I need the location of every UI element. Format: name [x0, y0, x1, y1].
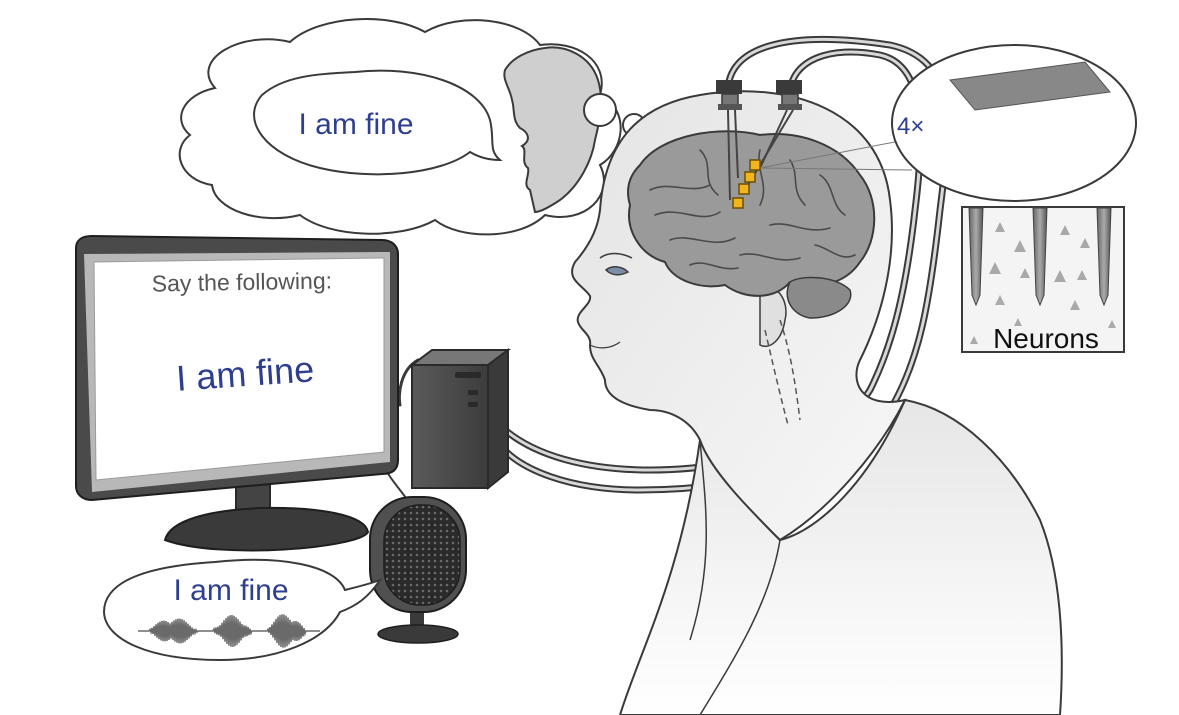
- microelectrode-array-image: [949, 61, 1111, 150]
- monitor-prompt-text: Say the following:: [152, 267, 333, 296]
- thought-cloud: I am fine: [178, 18, 663, 236]
- neurons-label: Neurons: [993, 323, 1099, 354]
- electrode-arrays: [732, 159, 761, 209]
- tower-button-2: [468, 402, 478, 407]
- person-eye: [604, 266, 630, 276]
- speech-output-text: I am fine: [173, 574, 288, 607]
- monitor-sentence-text: I am fine: [175, 348, 316, 399]
- speaker-base: [377, 624, 459, 644]
- thought-text: I am fine: [298, 108, 413, 141]
- speaker: [369, 496, 467, 644]
- cables: [379, 35, 951, 511]
- tower-button-1: [468, 390, 478, 395]
- electrode-array-2: [738, 183, 750, 195]
- electrode-array-4: [749, 159, 761, 171]
- audio-waveform-trace: [138, 614, 320, 648]
- pedestal-connector-left: [716, 80, 742, 110]
- neuron-cells: [970, 222, 1116, 344]
- computer-tower: [409, 348, 511, 491]
- thought-speech-bubble: [253, 69, 503, 176]
- pedestal-connector-right: [776, 80, 802, 110]
- brain: [627, 130, 876, 319]
- array-magnification-callout: 4×: [759, 44, 1137, 202]
- neurons-inset: Neurons: [961, 206, 1125, 354]
- speech-output-bubble: I am fine: [102, 558, 383, 662]
- speaker-grille: [383, 504, 461, 606]
- tower-drive-slot: [455, 372, 481, 378]
- thought-dot-1: [583, 93, 617, 127]
- magnification-label: 4×: [897, 113, 924, 140]
- neuron-electrode-tips: [968, 207, 1112, 307]
- monitor-screen: [93, 257, 385, 481]
- monitor: Say the following: I am fine: [75, 234, 399, 552]
- electrode-array-3: [744, 171, 756, 183]
- electrode-array-1: [732, 197, 744, 209]
- audio-waveform: [138, 614, 320, 648]
- person: [571, 80, 1063, 715]
- monitor-base: [163, 506, 370, 552]
